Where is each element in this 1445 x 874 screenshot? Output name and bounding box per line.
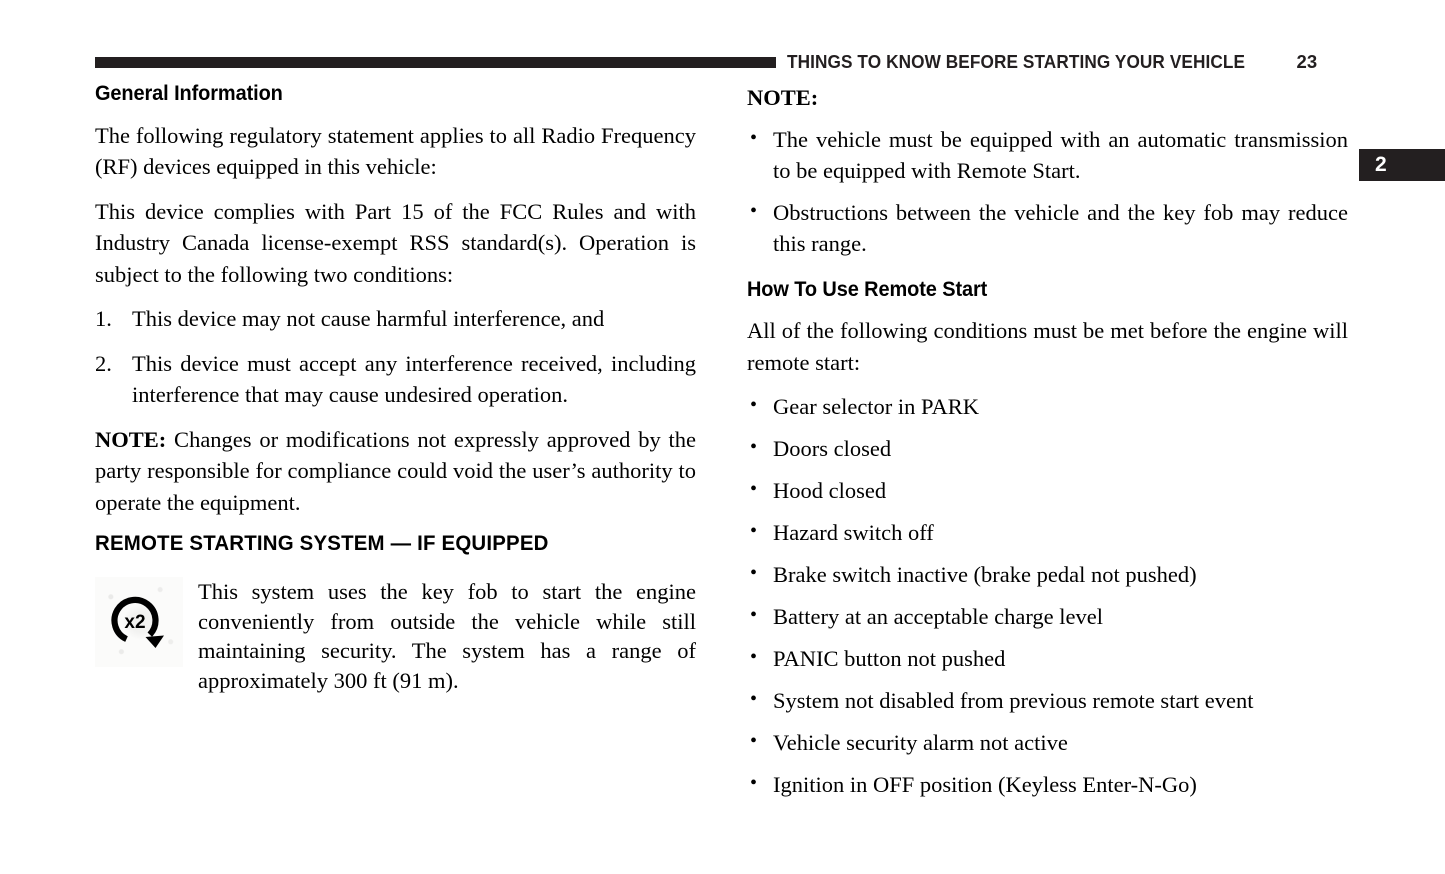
list-item-text: PANIC button not pushed xyxy=(773,646,1006,672)
svg-text:x2: x2 xyxy=(124,612,145,633)
left-column: General Information The following regula… xyxy=(95,82,696,695)
remote-start-icon-block: x2 This system uses the key fob to start… xyxy=(95,577,696,695)
list-item-text: Doors closed xyxy=(773,436,892,462)
icon-caption-text: This system uses the key fob to start th… xyxy=(198,579,696,693)
paragraph-fcc-compliance: This device complies with Part 15 of the… xyxy=(95,198,696,287)
paragraph-regulatory-statement: The following regulatory statement appli… xyxy=(95,122,696,180)
list-item: 2. This device must accept any interfere… xyxy=(95,348,696,411)
list-item-text: Gear selector in PARK xyxy=(773,394,980,420)
list-item: 1. This device may not cause harmful int… xyxy=(95,303,696,335)
list-item-number: 1. xyxy=(95,306,112,332)
list-item: Ignition in OFF position (Keyless Enter-… xyxy=(747,768,1348,801)
remote-start-x2-icon: x2 xyxy=(111,596,164,649)
list-item-number: 2. xyxy=(95,350,112,376)
list-item: Doors closed xyxy=(747,432,1348,465)
list-item-text: Battery at an acceptable charge level xyxy=(773,604,1104,630)
list-item-text: This device may not cause harmful interf… xyxy=(132,306,605,332)
chapter-tab: 2 xyxy=(1359,149,1445,181)
list-item: Hazard switch off xyxy=(747,516,1348,549)
heading-general-information: General Information xyxy=(95,82,283,105)
list-item: The vehicle must be equipped with an aut… xyxy=(747,123,1348,187)
list-item: PANIC button not pushed xyxy=(747,642,1348,675)
list-item-text: Ignition in OFF position (Keyless Enter-… xyxy=(773,772,1197,798)
list-item-text: Vehicle security alarm not active xyxy=(773,730,1068,756)
list-item-text: This device must accept any interference… xyxy=(132,350,696,408)
note-modifications: NOTE: Changes or modifications not expre… xyxy=(95,424,696,519)
list-item-text: Hazard switch off xyxy=(773,520,934,546)
scan-texture xyxy=(95,577,183,668)
list-item: Obstructions between the vehicle and the… xyxy=(747,196,1348,260)
list-item: Hood closed xyxy=(747,474,1348,507)
list-item-text: Brake switch inactive (brake pedal not p… xyxy=(773,562,1197,588)
list-item: Brake switch inactive (brake pedal not p… xyxy=(747,558,1348,591)
remote-start-conditions-list: Gear selector in PARK Doors closed Hood … xyxy=(747,390,1348,801)
fcc-conditions-list: 1. This device may not cause harmful int… xyxy=(95,303,696,411)
page-number: 23 xyxy=(1296,51,1318,72)
icon-caption: This system uses the key fob to start th… xyxy=(198,577,696,695)
heading-remote-starting-system: REMOTE STARTING SYSTEM — IF EQUIPPED xyxy=(95,531,549,556)
list-item-text: The vehicle must be equipped with an aut… xyxy=(773,126,1348,184)
page-running-head: THINGS TO KNOW BEFORE STARTING YOUR VEHI… xyxy=(95,48,1350,76)
right-column: NOTE: The vehicle must be equipped with … xyxy=(747,82,1348,811)
list-item: Battery at an acceptable charge level xyxy=(747,600,1348,633)
list-item: Vehicle security alarm not active xyxy=(747,726,1348,759)
note-label: NOTE: xyxy=(95,426,167,452)
note-bullet-list: The vehicle must be equipped with an aut… xyxy=(747,123,1348,260)
list-item-text: Hood closed xyxy=(773,478,887,504)
list-item-text: System not disabled from previous remote… xyxy=(773,688,1254,714)
heading-how-to-use-remote-start: How To Use Remote Start xyxy=(747,277,988,301)
list-item: Gear selector in PARK xyxy=(747,390,1348,423)
paragraph-remote-start-intro: All of the following conditions must be … xyxy=(747,318,1348,375)
list-item: System not disabled from previous remote… xyxy=(747,684,1348,717)
note-heading-right: NOTE: xyxy=(747,85,819,110)
note-text: Changes or modifications not expressly a… xyxy=(95,426,696,515)
header-rule xyxy=(95,56,776,68)
icon-plate: x2 xyxy=(95,577,183,668)
list-item-text: Obstructions between the vehicle and the… xyxy=(773,199,1348,257)
chapter-tab-label: 2 xyxy=(1375,153,1387,176)
header-title: THINGS TO KNOW BEFORE STARTING YOUR VEHI… xyxy=(787,51,1246,72)
